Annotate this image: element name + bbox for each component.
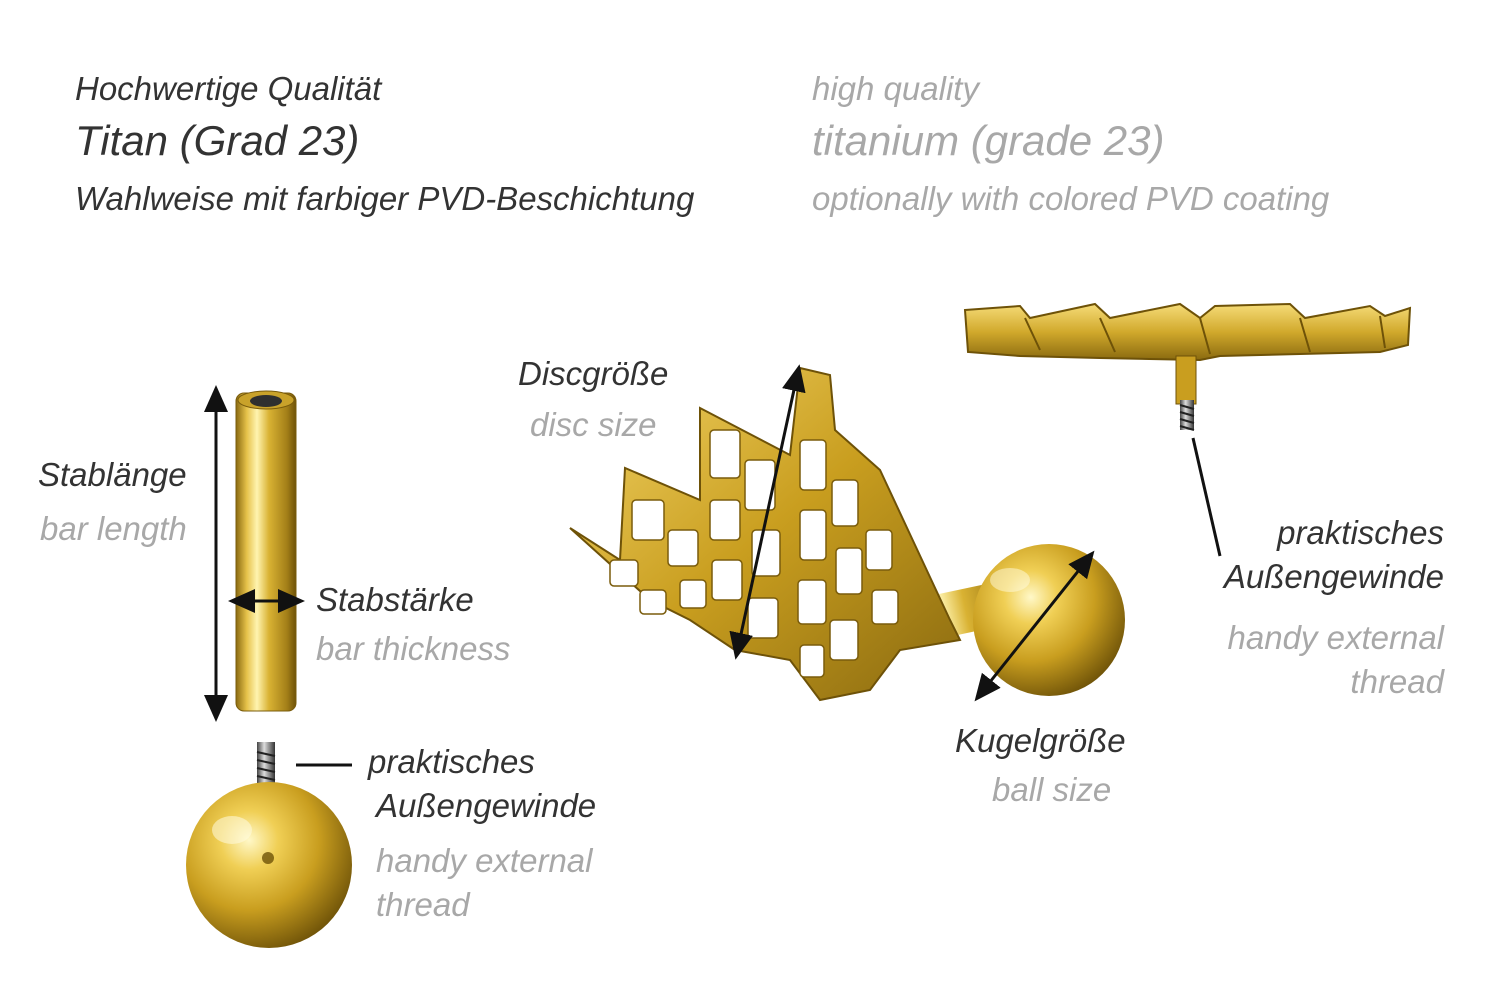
header-de-material: Titan (Grad 23) (75, 117, 360, 164)
thread-left-label-en-1: handy external (376, 842, 593, 879)
disc-size-arrow (729, 364, 806, 660)
header-en-quality: high quality (812, 70, 979, 107)
ball-size-label-en: ball size (992, 771, 1112, 808)
thread-right-label-en-1: handy external (1227, 619, 1444, 656)
disc-size-label-en: disc size (530, 406, 657, 443)
header-en-coating: optionally with colored PVD coating (812, 180, 1330, 217)
thread-left-label-de-1: praktisches (368, 743, 535, 780)
ball-with-thread (186, 742, 352, 948)
web-top-view (963, 302, 1412, 431)
bar-thickness-label-en: bar thickness (316, 630, 511, 667)
thread-left-label-en-2: thread (376, 886, 470, 923)
header-de-quality: Hochwertige Qualität (75, 70, 382, 107)
bar-thickness-label-de: Stabstärke (316, 581, 474, 618)
thread-right-pointer (1191, 437, 1222, 557)
thread-right-label-de-1: praktisches (1277, 514, 1444, 551)
bar-length-label-de: Stablänge (38, 456, 187, 493)
thread-left-label-de-2: Außengewinde (376, 787, 597, 824)
bar-length-label-en: bar length (40, 510, 187, 547)
thread-right-label-de-2: Außengewinde (1223, 558, 1444, 595)
ball-size-label-de: Kugelgröße (955, 722, 1126, 759)
thread-right-label-en-2: thread (1350, 663, 1444, 700)
header-en-material: titanium (grade 23) (812, 117, 1165, 164)
ball-size-arrow (974, 550, 1095, 702)
bar-part (235, 390, 297, 712)
disc-size-label-de: Discgröße (518, 355, 669, 392)
header-de-coating: Wahlweise mit farbiger PVD-Beschichtung (75, 180, 695, 217)
